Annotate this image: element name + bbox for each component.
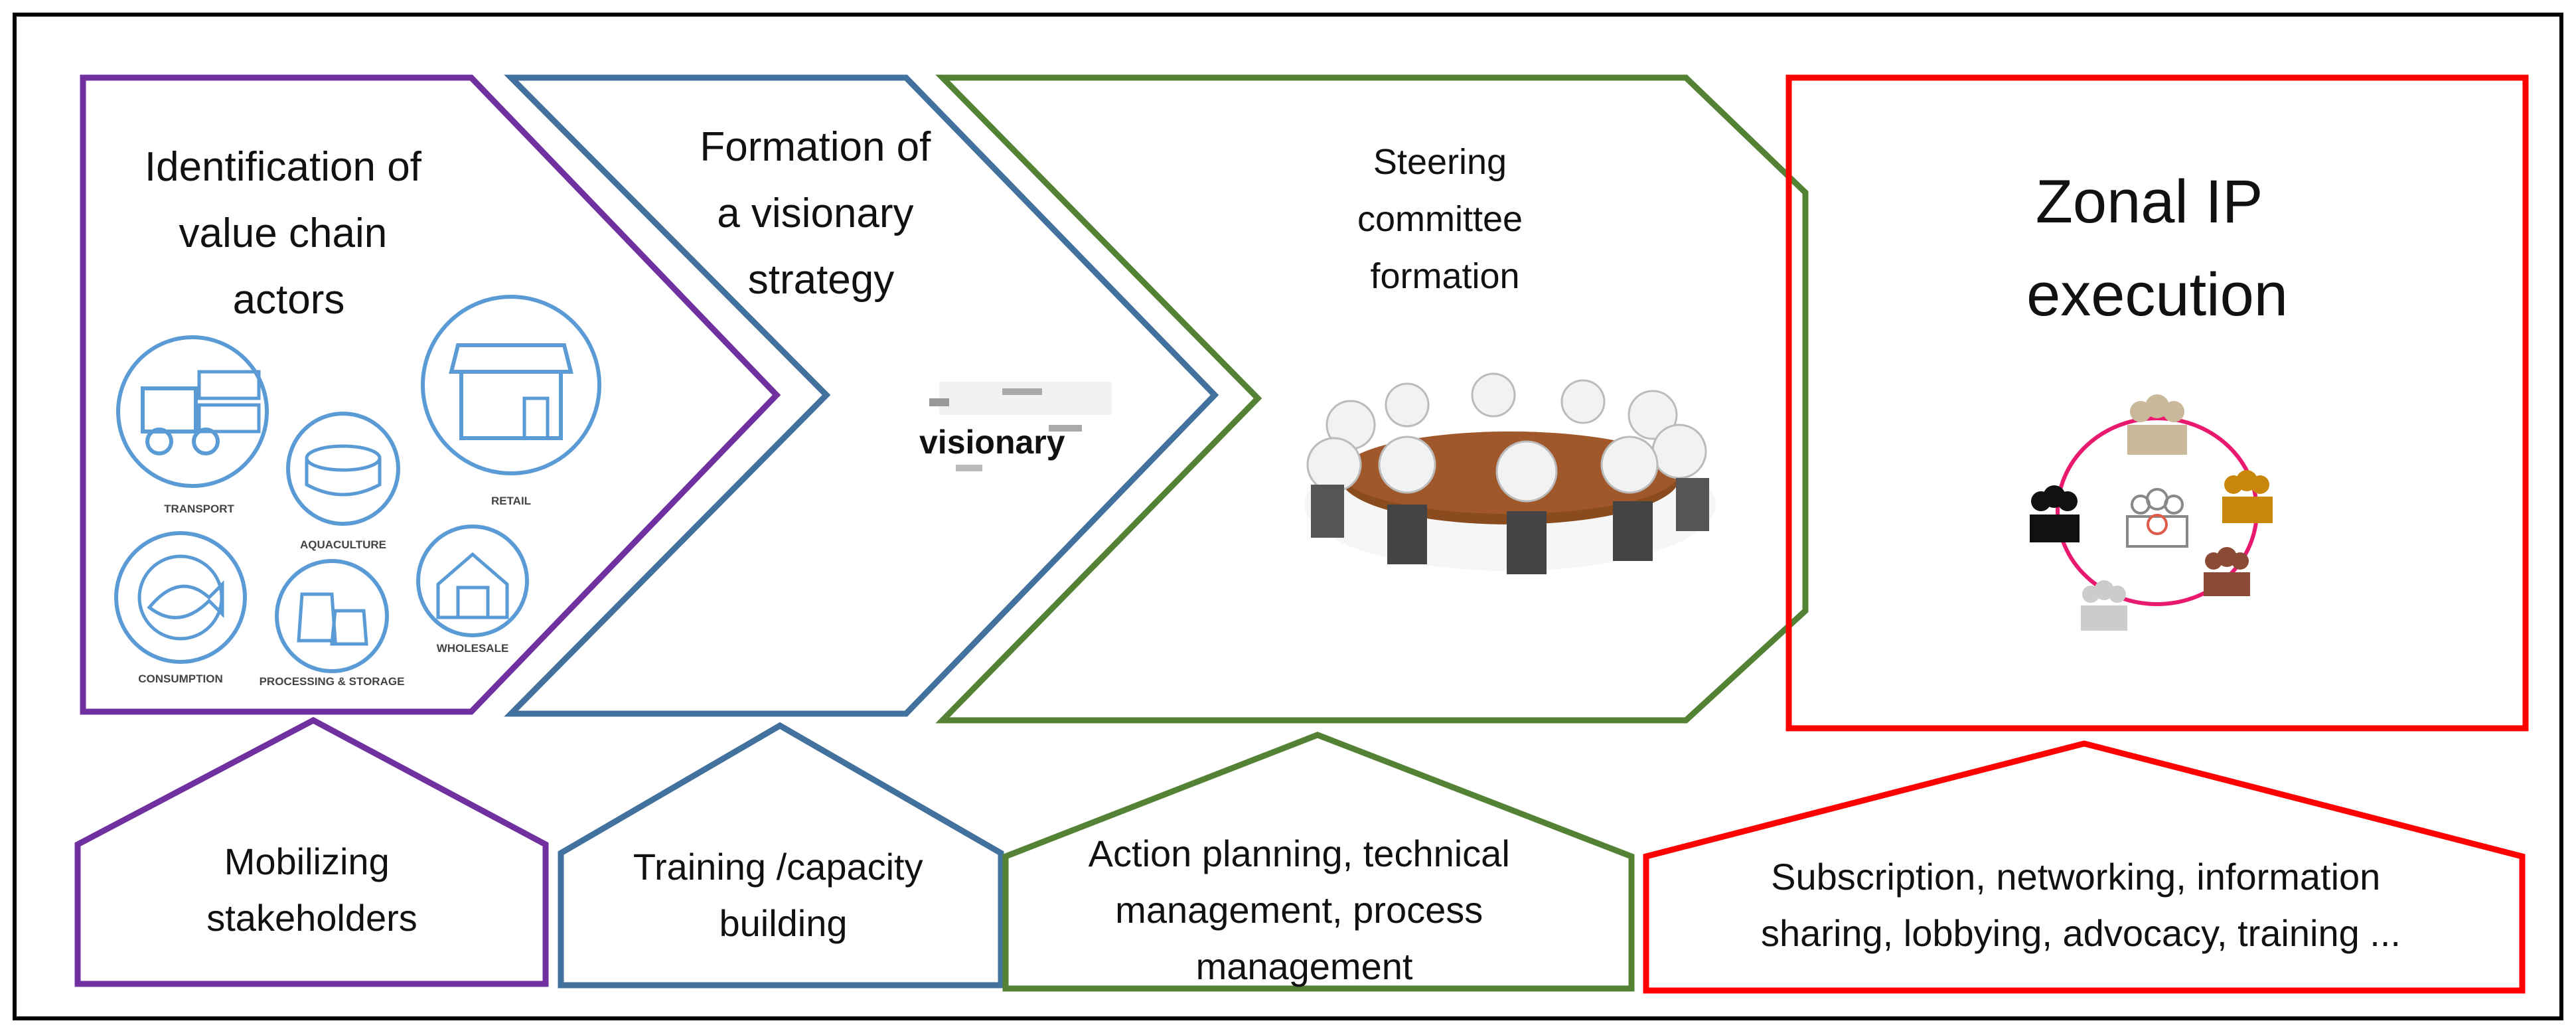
wordcloud-main-word: visionary bbox=[919, 424, 1065, 461]
activity-action-planning: Action planning, technical management, p… bbox=[1002, 732, 1635, 992]
transport-label: TRANSPORT bbox=[164, 503, 234, 515]
aquaculture-pond-icon: AQUACULTURE bbox=[286, 412, 400, 551]
activity-networking-text: Subscription, networking, information sh… bbox=[1761, 856, 2401, 954]
activity-mobilizing: Mobilizing stakeholders bbox=[74, 716, 549, 987]
stage-identification: Identification of value chain actors TRA… bbox=[80, 74, 781, 715]
stage-identification-title: Identification of value chain actors bbox=[145, 144, 433, 323]
outer-border bbox=[13, 13, 2563, 1020]
warehouse-icon: WHOLESALE bbox=[416, 524, 529, 655]
activity-networking-shape bbox=[1643, 740, 2526, 994]
stage-steering-committee-title: Steering committee formation bbox=[1357, 142, 1533, 296]
stage-zonal-ip-execution-title: Zonal IP execution bbox=[2026, 168, 2288, 329]
aquaculture-label: AQUACULTURE bbox=[300, 538, 386, 551]
stage-visionary-strategy: Formation of a visionary strategy vision… bbox=[504, 74, 1219, 717]
activity-training: Training /capacity building bbox=[558, 722, 1004, 989]
stage-zonal-ip-execution: Zonal IP execution bbox=[1785, 74, 2529, 732]
round-table-meeting-icon bbox=[1304, 372, 1716, 574]
storage-bags-icon: PROCESSING & STORAGE bbox=[260, 559, 405, 688]
stage-visionary-strategy-title: Formation of a visionary strategy bbox=[700, 124, 942, 303]
word-cloud-icon: visionary bbox=[919, 382, 1112, 471]
truck-icon: TRANSPORT bbox=[116, 335, 269, 515]
stage-zonal-ip-execution-box bbox=[1785, 74, 2529, 732]
activity-training-shape bbox=[558, 722, 1004, 989]
stage-steering-committee: Steering committee formation bbox=[935, 74, 1809, 724]
retail-label: RETAIL bbox=[491, 495, 531, 507]
stage-visionary-strategy-arrow bbox=[504, 74, 1219, 717]
wholesale-label: WHOLESALE bbox=[437, 642, 509, 655]
activity-networking: Subscription, networking, information sh… bbox=[1643, 740, 2526, 994]
activity-action-planning-shape bbox=[1002, 732, 1635, 992]
retail-shop-icon: RETAIL bbox=[421, 295, 601, 507]
group-network-icon bbox=[2030, 394, 2273, 631]
stage-identification-arrow bbox=[80, 74, 781, 715]
stage-steering-committee-arrow bbox=[935, 74, 1809, 724]
consumption-label: CONSUMPTION bbox=[138, 673, 223, 685]
activity-mobilizing-shape bbox=[74, 716, 549, 987]
processing-label: PROCESSING & STORAGE bbox=[260, 675, 405, 688]
activity-mobilizing-text: Mobilizing stakeholders bbox=[206, 840, 417, 939]
activity-action-planning-text: Action planning, technical management, p… bbox=[1089, 833, 1521, 987]
activity-training-text: Training /capacity building bbox=[633, 846, 933, 944]
fish-plate-icon: CONSUMPTION bbox=[114, 531, 247, 685]
